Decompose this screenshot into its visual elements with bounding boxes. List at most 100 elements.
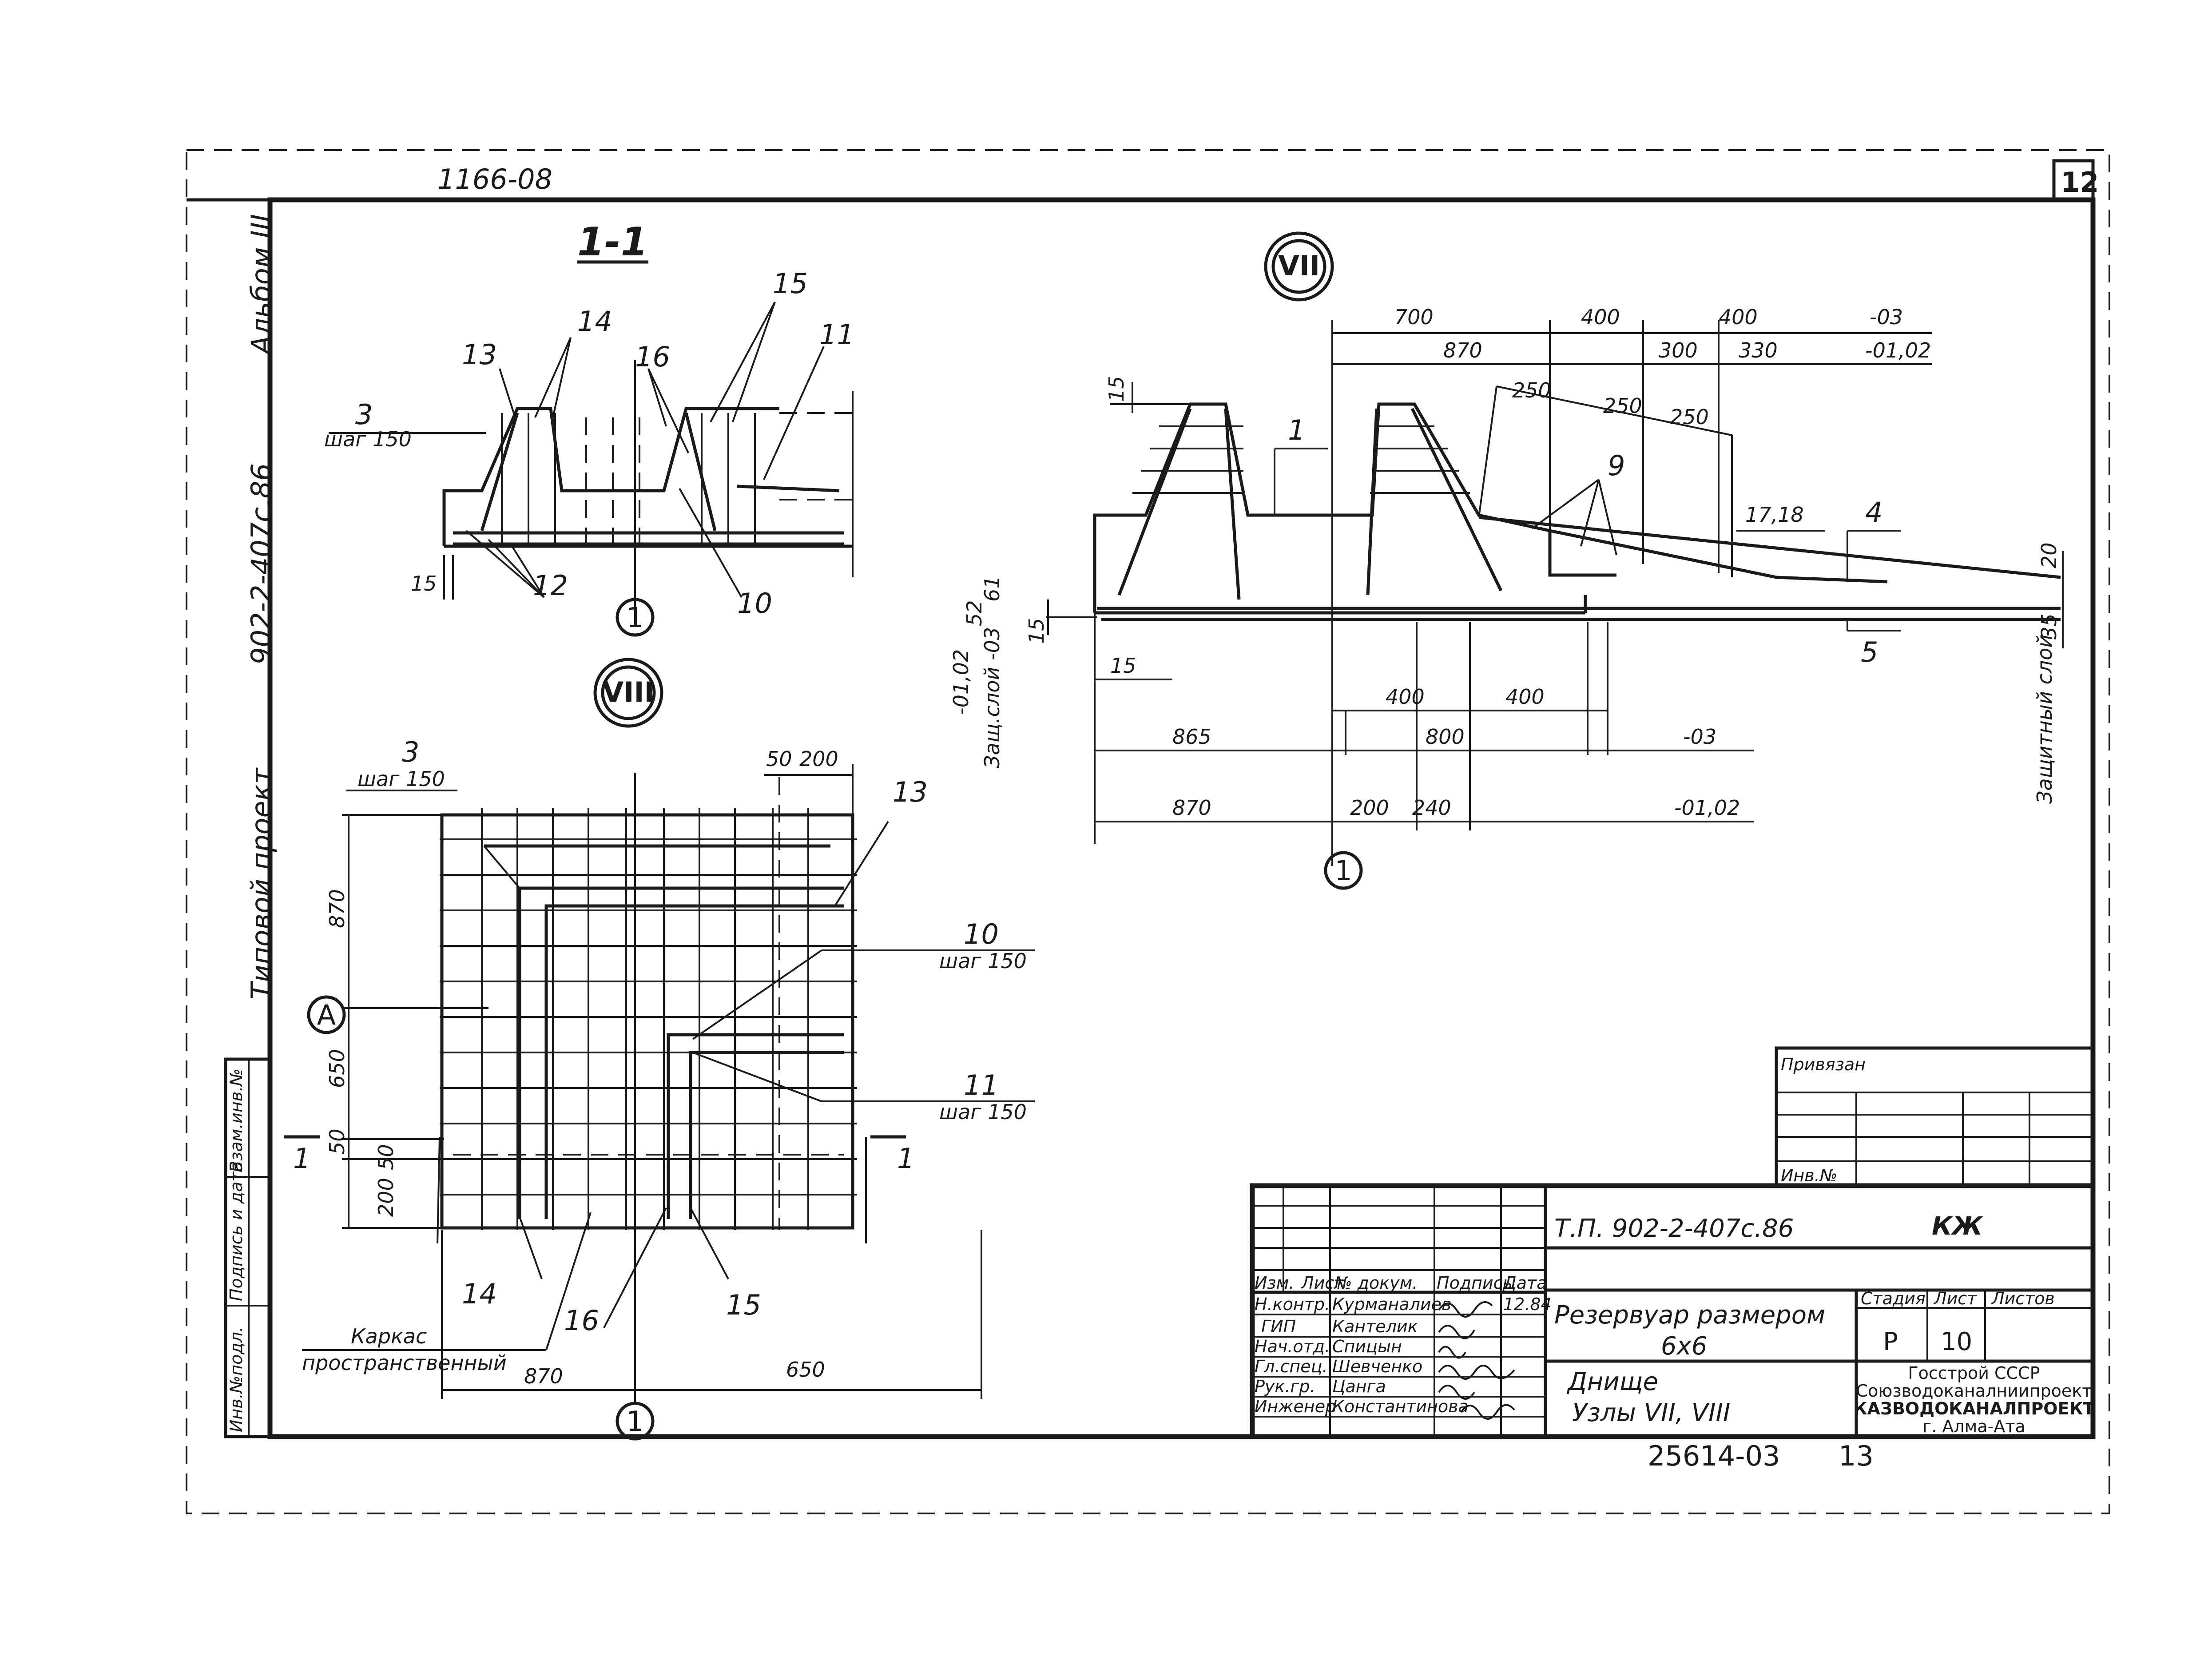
dim-15: 15 — [411, 572, 437, 596]
section-1-1 — [329, 302, 854, 617]
vii-left-15-top: 15 — [1104, 376, 1128, 402]
tb-role-3: Гл.спец. — [1255, 1357, 1328, 1376]
strip-replace-label: Взам.инв.№ — [226, 1068, 246, 1172]
tb-role-2: Нач.отд. — [1255, 1337, 1330, 1356]
node-vii-title: VII — [1278, 250, 1320, 282]
vii-dim-300: 300 — [1659, 338, 1698, 362]
tb-col-doc: № докум. — [1334, 1273, 1418, 1293]
typical-project-label: Типовой проект — [245, 767, 278, 1000]
vii-right-20: 20 — [2037, 542, 2061, 568]
tb-name-5: Константинова — [1332, 1397, 1469, 1416]
callout-10: 10 — [737, 587, 772, 620]
cut-marker-left: 1 — [293, 1142, 310, 1175]
viii-callout-11: 11 — [964, 1069, 999, 1101]
title-block — [1250, 1183, 2096, 1439]
tb-name-3: Шевченко — [1332, 1357, 1422, 1376]
vii-right-text-protective: Защитный слой — [2033, 635, 2057, 804]
vii-dim-250c: 250 — [1670, 405, 1709, 429]
vii-dim-870: 870 — [1443, 338, 1482, 362]
tb-role-1: ГИП — [1261, 1317, 1296, 1336]
left-approval-strip — [224, 1057, 272, 1438]
tb-org-4: г. Алма-Ата — [1922, 1417, 2025, 1436]
tb-stage-header: Стадия — [1861, 1289, 1926, 1308]
sheet-frame — [186, 149, 2110, 1514]
axis-marker-1-vii — [1324, 851, 1363, 890]
signature-scribbles — [1438, 1301, 1515, 1420]
viii-step-11: шаг 150 — [939, 1100, 1027, 1124]
callout-13: 13 — [462, 338, 497, 371]
tb-org-2: Союзводоканалниипроект — [1856, 1381, 2092, 1401]
vii-dim-03-bottom: -03 — [1683, 725, 1716, 749]
album-label: Альбом III — [245, 214, 278, 356]
vii-dim-01-02-bottom: -01,02 — [1674, 796, 1740, 820]
tb-sub-2: Узлы VII, VIII — [1572, 1398, 1731, 1427]
tb-sheet-header: Лист — [1933, 1289, 1978, 1308]
viii-dim-200: 200 — [799, 747, 838, 771]
vii-dim-250b: 250 — [1603, 394, 1642, 418]
vii-callout-17-18: 17,18 — [1745, 503, 1804, 527]
vii-dim-400-bottom-b: 400 — [1505, 685, 1545, 709]
callout-11: 11 — [819, 318, 854, 351]
axis-a-label: А — [317, 999, 336, 1031]
vii-callout-5: 5 — [1861, 636, 1878, 668]
viii-dim-50a: 50 — [325, 1128, 349, 1155]
vii-dim-700: 700 — [1394, 305, 1434, 329]
vii-dim-400a: 400 — [1581, 305, 1620, 329]
vii-dim-200-bottom: 200 — [1350, 796, 1389, 820]
bottom-number: 25614-03 — [1648, 1440, 1780, 1472]
vii-dim-03: -03 — [1870, 305, 1903, 329]
axis-1-label: 1 — [626, 601, 643, 634]
vii-dim-400b: 400 — [1719, 305, 1758, 329]
viii-dim-200-left: 200 — [374, 1178, 398, 1217]
vii-dim-250a: 250 — [1512, 378, 1551, 402]
tb-role-0: Н.контр. — [1255, 1295, 1330, 1314]
strip-inv-label: Инв.№подл. — [226, 1326, 246, 1432]
tb-name-2: 6х6 — [1661, 1332, 1707, 1361]
vii-callout-9: 9 — [1608, 449, 1625, 482]
tb-col-list: Лист — [1300, 1273, 1345, 1293]
tb-sheet-value: 10 — [1941, 1327, 1972, 1356]
viii-dim-870-bottom: 870 — [524, 1364, 563, 1388]
tb-name-4: Цанга — [1332, 1377, 1386, 1396]
tb-sheets-header: Листов — [1991, 1289, 2055, 1308]
tb-role-5: Инженер — [1255, 1397, 1336, 1416]
binding-header: Привязан — [1781, 1055, 1866, 1074]
bottom-page: 13 — [1839, 1440, 1874, 1472]
viii-dim-50: 50 — [766, 747, 792, 771]
callout-16: 16 — [635, 341, 670, 373]
vii-dim-330: 330 — [1739, 338, 1778, 362]
sheet-number: 12 — [2061, 166, 2099, 199]
tb-name-1: Кантелик — [1332, 1317, 1418, 1336]
vii-dim-15-bottom: 15 — [1110, 654, 1136, 678]
callout-12: 12 — [533, 569, 568, 602]
vii-left-text-01-02: -01,02 — [949, 649, 973, 715]
vii-dim-240-bottom: 240 — [1412, 796, 1451, 820]
vii-dim-865: 865 — [1172, 725, 1211, 749]
tb-name-1: Резервуар размером — [1554, 1301, 1825, 1330]
viii-dim-870: 870 — [325, 889, 349, 928]
tb-col-izm: Изм. — [1255, 1273, 1294, 1293]
tb-col-sign: Подпись — [1437, 1273, 1513, 1293]
tb-date-0: 12.84 — [1503, 1295, 1552, 1314]
vii-left-15: 15 — [1025, 618, 1048, 644]
vii-dim-400-bottom-a: 400 — [1386, 685, 1425, 709]
tb-org-1: Госстрой СССР — [1908, 1363, 2040, 1383]
vii-dim-870-bottom: 870 — [1172, 796, 1211, 820]
axis-1-viii-label: 1 — [626, 1405, 643, 1438]
viii-callout-16: 16 — [564, 1304, 599, 1337]
tb-name-0: Курманалиев — [1332, 1295, 1451, 1314]
rebar-3-step: шаг 150 — [324, 427, 412, 451]
axis-marker-1-viii — [616, 1402, 655, 1441]
vii-callout-4: 4 — [1865, 496, 1882, 528]
viii-callout-13: 13 — [893, 776, 928, 808]
tb-project-code: Т.П. 902-2-407с.86 — [1554, 1214, 1794, 1243]
tb-role-4: Рук.гр. — [1255, 1377, 1315, 1396]
vii-right-35: 35 — [2037, 613, 2061, 639]
vii-left-52: 52 — [962, 600, 986, 626]
vii-dim-01-02: -01,02 — [1865, 338, 1931, 362]
viii-dim-650-bottom: 650 — [786, 1358, 825, 1382]
strip-signature-label: Подпись и дата — [226, 1161, 246, 1301]
frame-note-2: пространственный — [302, 1351, 507, 1375]
node-viii-plan — [302, 658, 1035, 1403]
